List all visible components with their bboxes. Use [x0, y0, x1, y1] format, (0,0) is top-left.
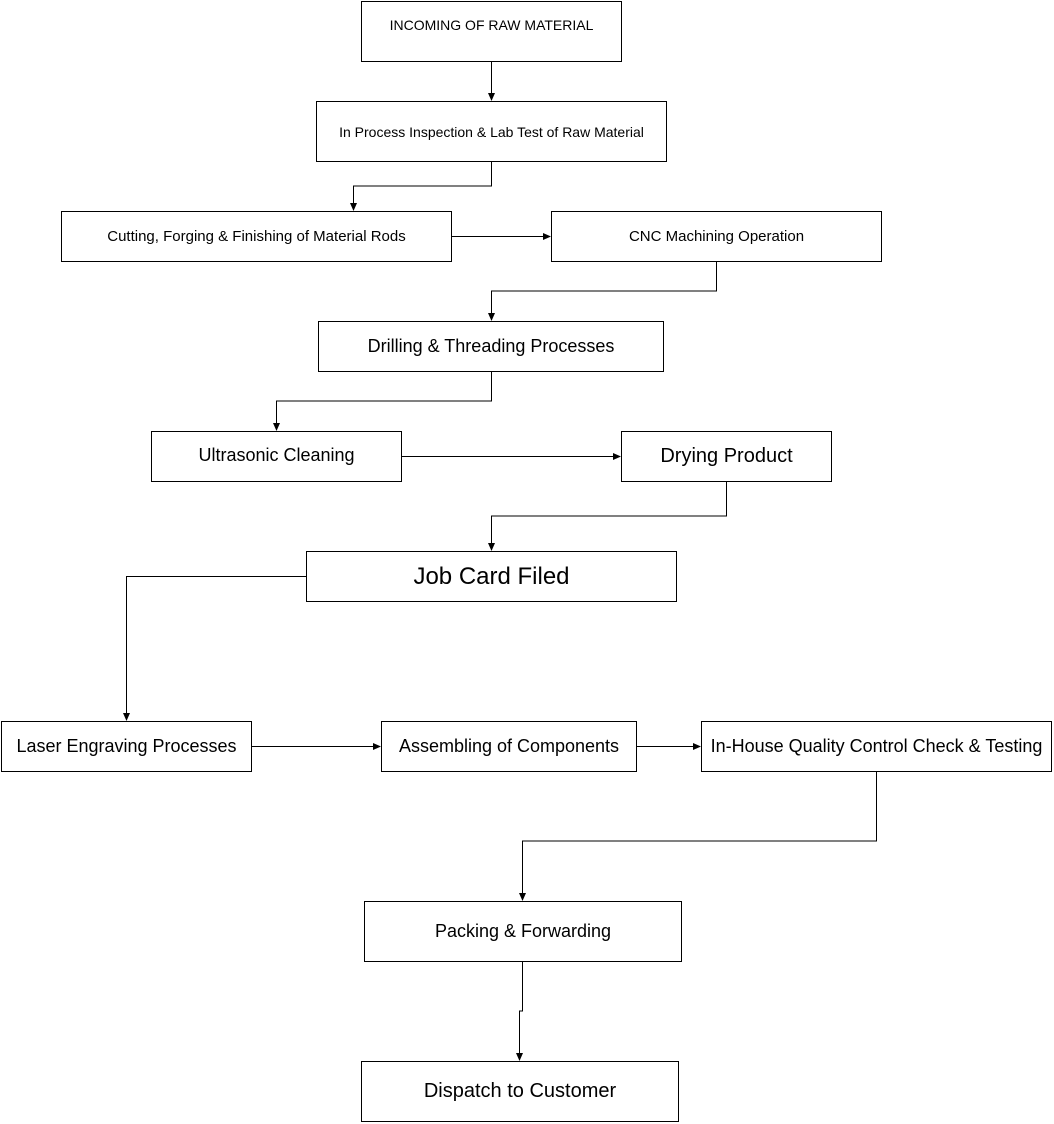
connector-packing-to-dispatch: [516, 962, 523, 1061]
step-label: Cutting, Forging & Finishing of Material…: [107, 228, 406, 245]
connector-drying-to-job-card: [488, 482, 727, 551]
step-laser-engraving: Laser Engraving Processes: [1, 721, 252, 772]
step-label: Job Card Filed: [413, 562, 570, 590]
step-label: Drying Product: [660, 445, 793, 467]
step-label: INCOMING OF RAW MATERIAL: [389, 17, 594, 33]
step-dispatch-to-customer: Dispatch to Customer: [361, 1061, 679, 1122]
step-label: Drilling & Threading Processes: [367, 336, 615, 356]
step-label: CNC Machining Operation: [628, 228, 805, 245]
step-quality-control: In-House Quality Control Check & Testing: [701, 721, 1052, 772]
step-cutting-forging-finishing: Cutting, Forging & Finishing of Material…: [61, 211, 452, 262]
step-label: Packing & Forwarding: [434, 921, 612, 941]
connector-quality-to-packing: [519, 772, 877, 901]
step-assembling-components: Assembling of Components: [381, 721, 637, 772]
step-drilling-threading: Drilling & Threading Processes: [318, 321, 664, 372]
step-incoming-raw-material: INCOMING OF RAW MATERIAL: [361, 1, 622, 62]
step-drying-product: Drying Product: [621, 431, 832, 482]
step-cnc-machining: CNC Machining Operation: [551, 211, 882, 262]
step-label: In Process Inspection & Lab Test of Raw …: [339, 123, 644, 140]
step-packing-forwarding: Packing & Forwarding: [364, 901, 682, 962]
step-label: In-House Quality Control Check & Testing: [710, 736, 1043, 756]
step-ultrasonic-cleaning: Ultrasonic Cleaning: [151, 431, 402, 482]
connector-inspection-to-cutting: [350, 162, 492, 211]
connector-drilling-to-ultrasonic: [273, 372, 492, 431]
step-label: Assembling of Components: [398, 736, 620, 756]
step-label: Dispatch to Customer: [423, 1080, 617, 1102]
step-inspection-lab-test: In Process Inspection & Lab Test of Raw …: [316, 101, 667, 162]
step-label: Ultrasonic Cleaning: [198, 445, 355, 465]
step-job-card-filed: Job Card Filed: [306, 551, 677, 602]
connector-cnc-to-drilling: [488, 262, 717, 321]
connector-job-card-to-laser: [123, 576, 306, 721]
step-label: Laser Engraving Processes: [16, 736, 237, 756]
